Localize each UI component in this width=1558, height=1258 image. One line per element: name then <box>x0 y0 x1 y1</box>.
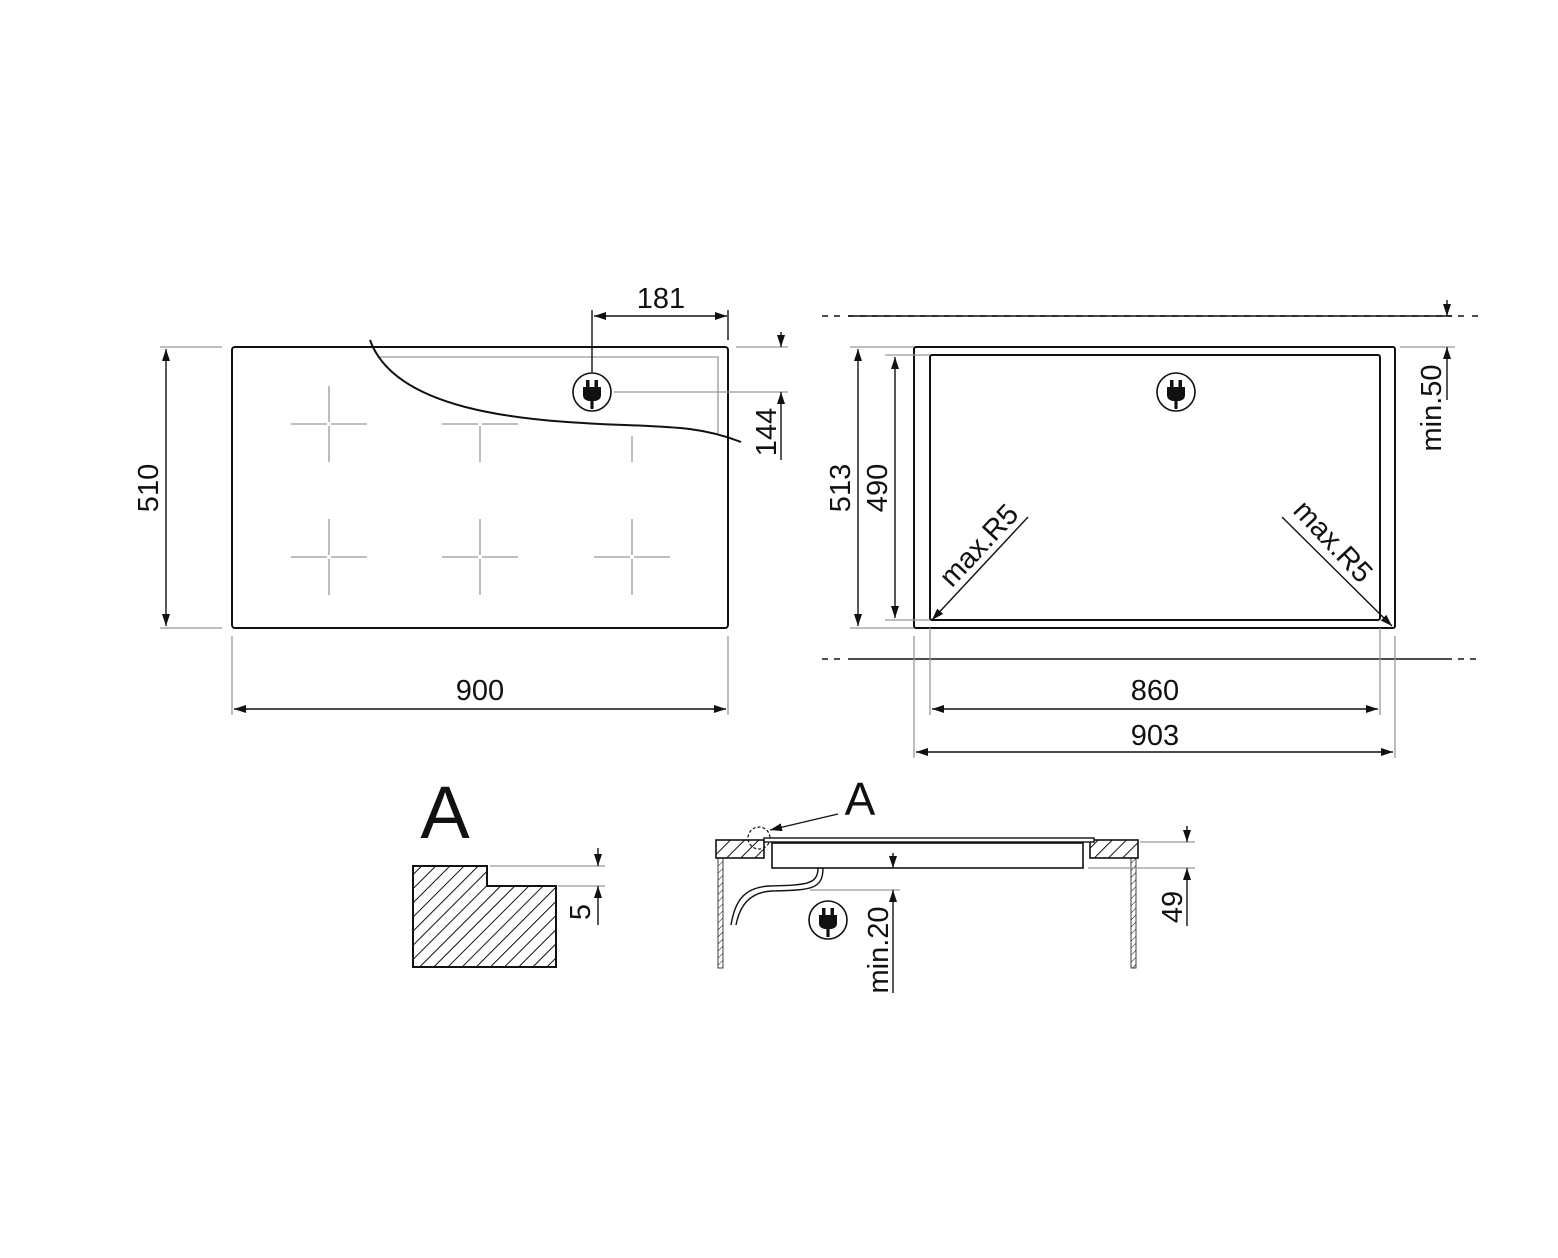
dim-rebate-depth: 5 <box>565 904 597 920</box>
cutout-outline <box>929 354 1381 621</box>
detail-ref-label: A <box>845 773 876 825</box>
break-line <box>369 339 742 443</box>
cabinet-wall-left <box>717 857 724 969</box>
cooking-zones <box>291 386 670 595</box>
dim-plug-offset-y: 144 <box>751 408 783 456</box>
dim-height: 49 <box>1157 891 1189 923</box>
cutout-view: 513 490 max.R5 max.R5 860 903 min.50 <box>822 300 1480 758</box>
dim-plug-offset-x: 181 <box>637 283 685 315</box>
radius-right-leader <box>1281 516 1393 627</box>
hob-top-view: 181 144 510 900 <box>133 283 788 715</box>
detail-label: A <box>420 771 470 854</box>
hob-outline <box>231 346 729 629</box>
power-plug-icon <box>808 900 848 940</box>
power-plug-icon <box>1156 372 1196 412</box>
hob-body <box>771 842 1084 869</box>
hob-outer-outline <box>913 346 1396 629</box>
zone-marker <box>594 519 670 595</box>
zone-marker <box>291 386 367 462</box>
countertop-left <box>715 839 765 859</box>
glass-top <box>763 837 1095 843</box>
dim-depth: 510 <box>133 464 165 512</box>
zone-marker <box>442 519 518 595</box>
radius-left-label: max.R5 <box>934 498 1026 593</box>
dim-outer-depth: 513 <box>825 464 857 512</box>
power-cable <box>730 867 824 926</box>
radius-left-leader <box>931 516 1029 621</box>
radius-right-label: max.R5 <box>1287 494 1379 589</box>
zone-marker <box>442 423 518 462</box>
control-area-outline <box>378 356 719 433</box>
cabinet-wall-right <box>1130 857 1137 969</box>
dim-width: 900 <box>456 675 504 707</box>
dim-clearance-back: min.50 <box>1416 364 1448 451</box>
zone-marker <box>291 519 367 595</box>
countertop-right <box>1089 839 1139 859</box>
power-plug-icon <box>572 372 612 412</box>
dim-clearance-below: min.20 <box>863 906 895 993</box>
detail-a: A 5 <box>412 771 605 968</box>
section-view: A min.20 49 <box>715 773 1195 994</box>
dim-inner-width: 860 <box>1131 675 1179 707</box>
dim-outer-width: 903 <box>1131 720 1179 752</box>
dim-inner-depth: 490 <box>862 464 894 512</box>
countertop-rebate-section <box>412 865 557 968</box>
